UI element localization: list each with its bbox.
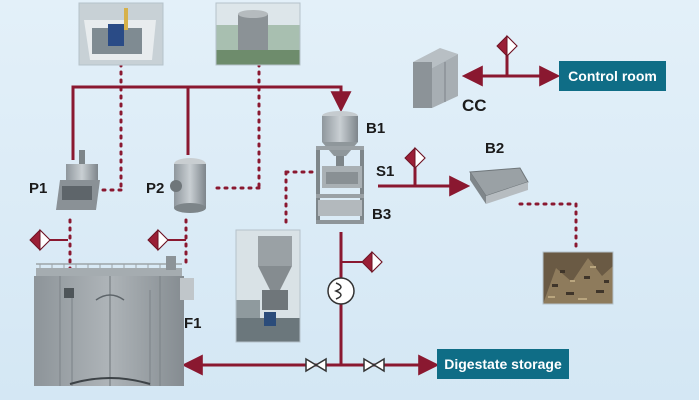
p2-pump (170, 158, 206, 213)
diamond-pump (361, 250, 383, 274)
diamond-p1 (29, 228, 68, 252)
diamond-s1 (404, 146, 426, 170)
b1-hopper-machine (316, 111, 364, 224)
label-p1: P1 (29, 180, 48, 197)
label-b1: B1 (366, 120, 386, 137)
diamond-p2 (147, 228, 186, 252)
photo-separation-unit (235, 229, 301, 343)
photo-p1-basin (78, 2, 164, 66)
pump-symbol (327, 277, 355, 305)
valve-right (363, 357, 385, 373)
digestate-storage-box: Digestate storage (437, 349, 569, 379)
diamond-cc (496, 34, 518, 58)
pipe-top-header (71, 85, 352, 160)
valve-left (305, 357, 327, 373)
dotted-lines (68, 62, 578, 278)
control-room-box: Control room (559, 61, 666, 91)
label-b3: B3 (372, 206, 392, 223)
label-f1: F1 (184, 315, 202, 332)
p1-pump (56, 150, 100, 210)
label-p2: P2 (146, 180, 165, 197)
label-b2: B2 (485, 140, 505, 157)
control-cabinet (413, 48, 458, 108)
label-cc: CC (462, 96, 487, 115)
photo-p2-tank (215, 2, 301, 66)
b2-container (469, 167, 529, 204)
photo-solid-pile (542, 251, 614, 305)
f1-fermenter (34, 256, 194, 386)
label-s1: S1 (376, 163, 395, 180)
